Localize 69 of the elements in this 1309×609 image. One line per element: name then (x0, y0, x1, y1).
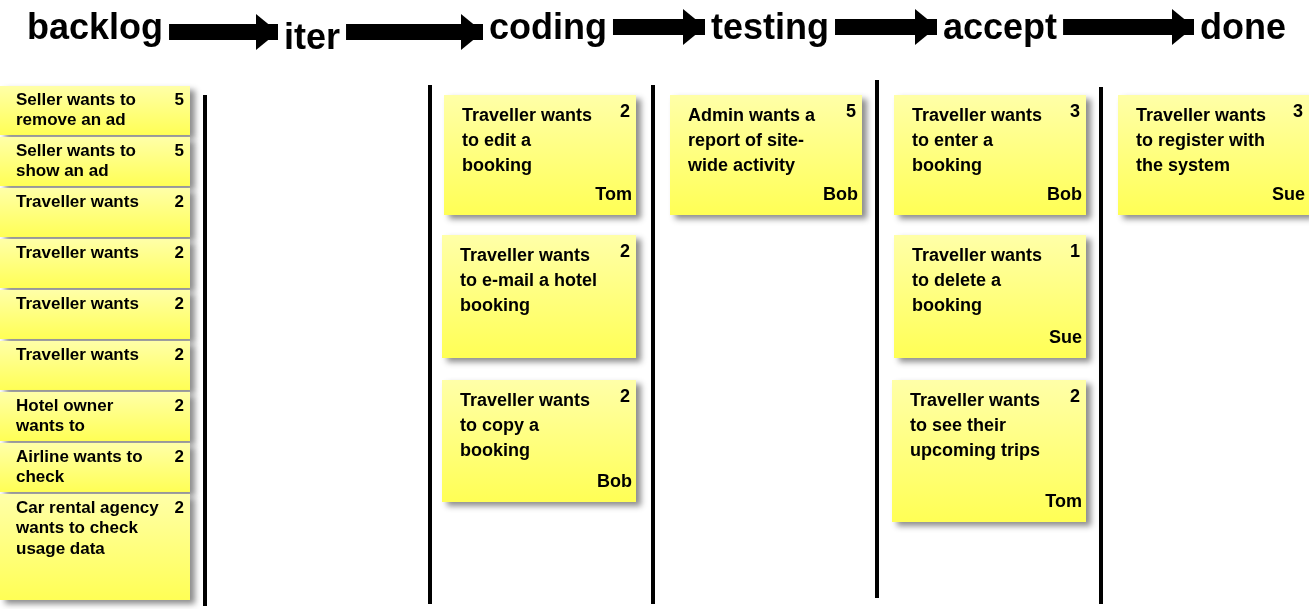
owner-name: Bob (823, 184, 858, 205)
sticky-note (0, 188, 190, 237)
story-points: 2 (1070, 386, 1080, 407)
story-points: 2 (174, 498, 184, 518)
story-points: 5 (174, 141, 184, 161)
story-text: Seller wants to show an ad (16, 141, 137, 182)
sticky-note (0, 443, 190, 492)
column-heading: accept (943, 6, 1058, 48)
story-points: 2 (620, 241, 630, 262)
story-text: Traveller wants to delete a booking (912, 244, 1044, 318)
sticky-note (1118, 95, 1309, 215)
sticky-note (0, 137, 190, 186)
story-text: Traveller wants (16, 345, 140, 366)
owner-name: Bob (1047, 184, 1082, 205)
sticky-note (442, 380, 636, 502)
sticky-note (0, 239, 190, 288)
story-text: Traveller wants (16, 243, 140, 264)
story-text: Traveller wants to see their upcoming trips (910, 389, 1042, 463)
story-points: 2 (620, 101, 630, 122)
owner-name: Tom (595, 184, 632, 205)
story-points: 2 (174, 294, 184, 314)
story-text: Traveller wants to copy a booking (460, 389, 592, 463)
owner-name: Tom (1045, 491, 1082, 512)
sticky-note (670, 95, 862, 215)
story-points: 3 (1070, 101, 1080, 122)
story-text: Traveller wants (16, 294, 140, 315)
story-text: Admin wants a report of site-wide activity (688, 104, 817, 178)
story-points: 2 (174, 447, 184, 467)
column-heading: coding (489, 6, 607, 48)
arrow (835, 9, 937, 45)
story-text: Hotel owner wants to (16, 396, 115, 437)
story-points: 2 (620, 386, 630, 407)
story-text: Traveller wants (16, 192, 140, 213)
arrow (1063, 9, 1194, 45)
owner-name: Sue (1049, 327, 1082, 348)
story-text: Traveller wants to edit a booking (462, 104, 594, 178)
sticky-note (444, 95, 636, 215)
story-points: 2 (174, 243, 184, 263)
sticky-note (0, 341, 190, 390)
story-text: Traveller wants to enter a booking (912, 104, 1044, 178)
column-heading: done (1200, 6, 1286, 48)
owner-name: Sue (1272, 184, 1305, 205)
arrow (169, 14, 278, 50)
sticky-note (894, 95, 1086, 215)
column-heading: testing (711, 6, 829, 48)
story-points: 5 (846, 101, 856, 122)
story-text: Airline wants to check (16, 447, 144, 488)
sticky-note (0, 290, 190, 339)
story-points: 5 (174, 90, 184, 110)
story-points: 1 (1070, 241, 1080, 262)
story-points: 2 (174, 345, 184, 365)
story-text: Traveller wants to e-mail a hotel booking (460, 244, 599, 318)
sticky-note (894, 235, 1086, 358)
sticky-note (892, 380, 1086, 522)
story-text: Traveller wants to register with the system (1136, 104, 1268, 178)
story-text: Car rental agency wants to check usage data (16, 498, 160, 560)
arrow (613, 9, 705, 45)
column-heading: iter (284, 16, 341, 58)
story-points: 3 (1293, 101, 1303, 122)
story-text: Seller wants to remove an ad (16, 90, 137, 131)
sticky-note (442, 235, 636, 358)
sticky-note (0, 392, 190, 441)
owner-name: Bob (597, 471, 632, 492)
sticky-note (0, 86, 190, 135)
arrow (346, 14, 483, 50)
column-heading: backlog (27, 6, 164, 48)
sticky-note (0, 494, 190, 600)
story-points: 2 (174, 192, 184, 212)
story-points: 2 (174, 396, 184, 416)
